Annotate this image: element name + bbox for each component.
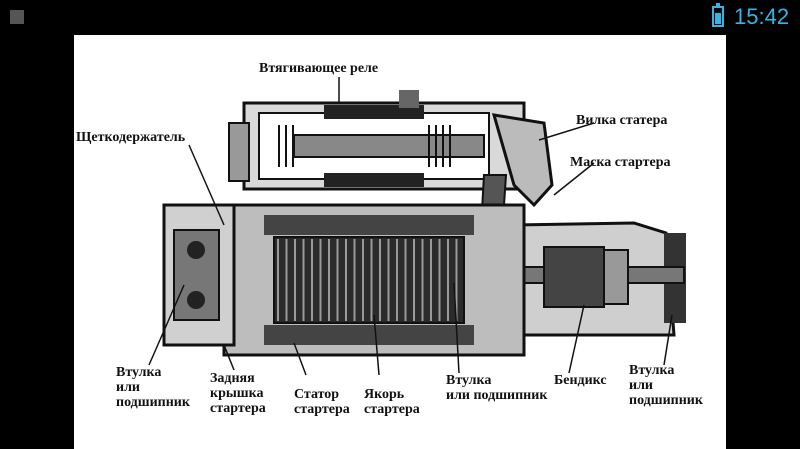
- label-rear-bushing: Втулка или подшипник: [116, 365, 190, 410]
- status-bar: 15:42: [0, 0, 800, 34]
- label-housing: Маска стартера: [570, 155, 671, 170]
- battery-level: [715, 13, 721, 24]
- label-solenoid: Втягивающее реле: [259, 61, 379, 76]
- battery-icon: [712, 3, 724, 27]
- pointer-lines: [148, 77, 673, 376]
- solenoid-drawing: [228, 90, 526, 191]
- label-mid-bushing: Втулка или подшипник: [446, 373, 548, 403]
- starter-diagram[interactable]: Втягивающее реле Щеткодержатель Вилка ст…: [74, 35, 726, 449]
- label-front-bushing: Втулка или подшипник: [629, 363, 703, 408]
- brush-holder-drawing: [162, 203, 236, 347]
- notification-icon: [10, 10, 24, 24]
- bendix-drawing: [543, 246, 629, 308]
- label-fork: Вилка статера: [576, 113, 668, 128]
- label-armature: Якорь стартера: [364, 387, 420, 417]
- starter-cutaway-drawing: [148, 77, 686, 376]
- label-brush-holder: Щеткодержатель: [76, 130, 186, 145]
- label-rear-cover: Задняя крышка стартера: [210, 371, 266, 416]
- armature-drawing: [273, 236, 465, 324]
- status-clock: 15:42: [734, 4, 790, 29]
- label-stator: Статор стартера: [294, 387, 350, 417]
- label-bendix: Бендикс: [554, 373, 607, 388]
